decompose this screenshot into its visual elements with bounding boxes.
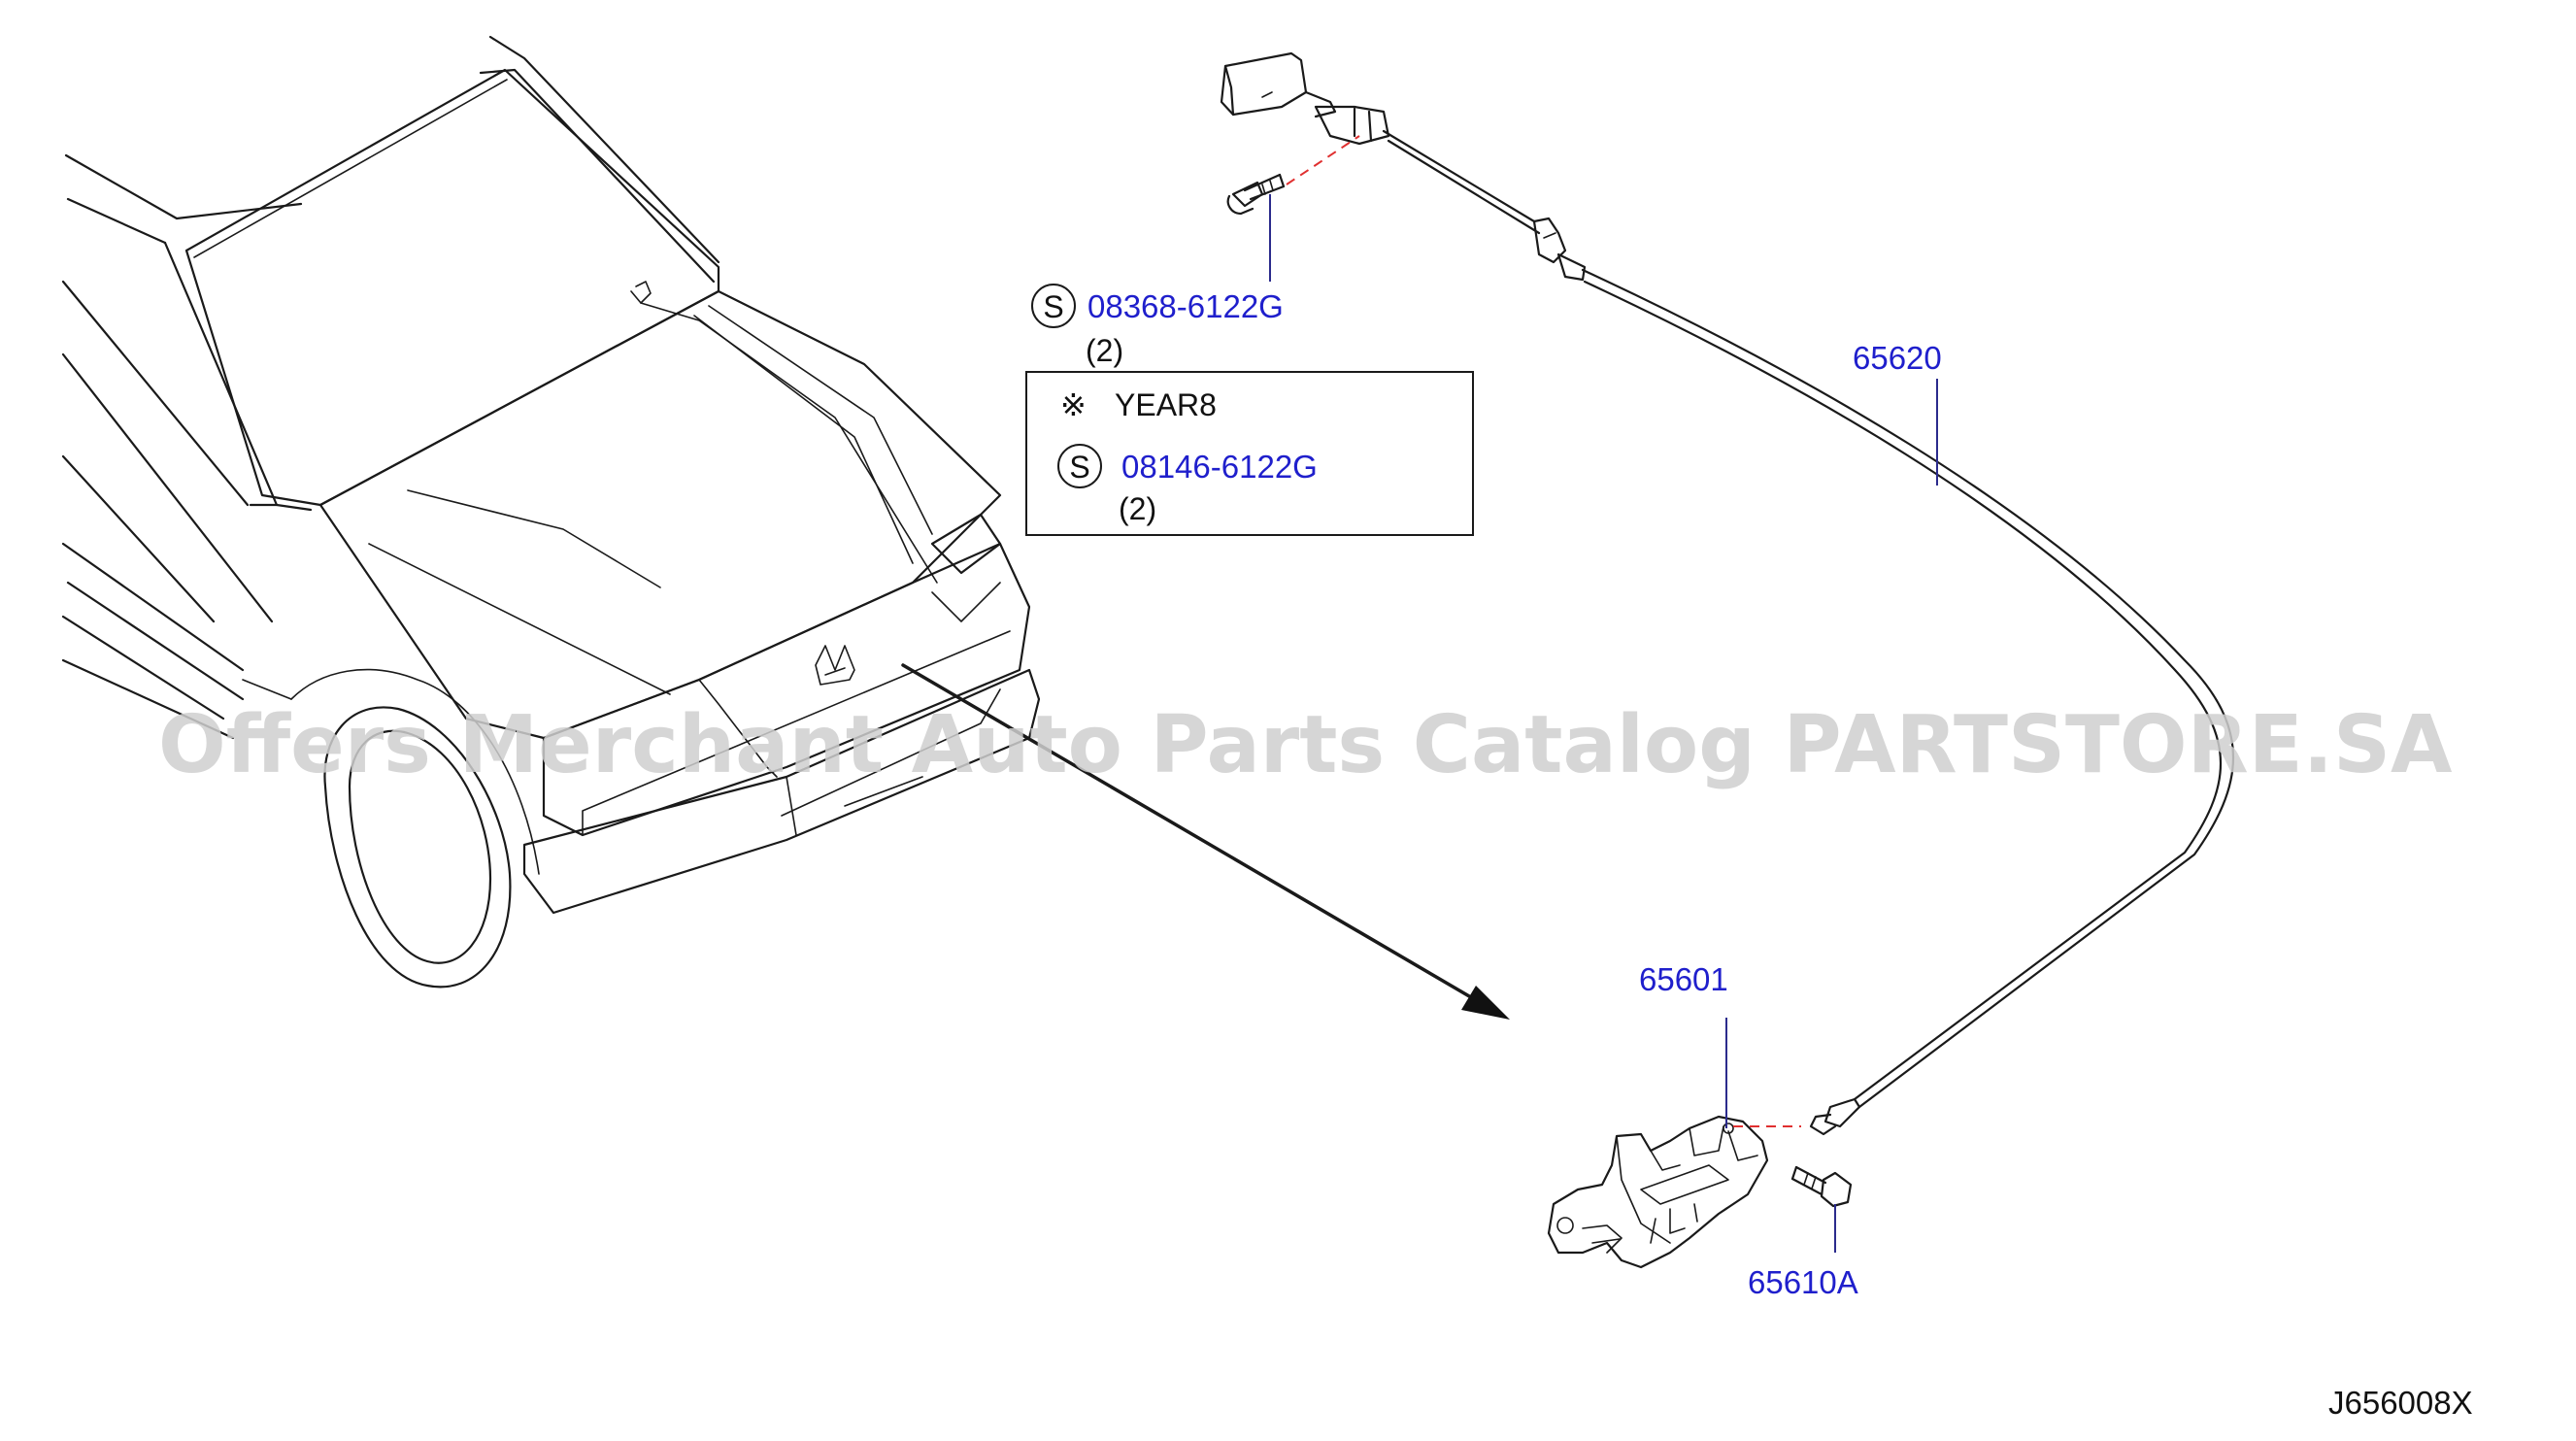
quantity-08368: (2) bbox=[1086, 333, 1123, 368]
year-note-label: YEAR8 bbox=[1115, 387, 1217, 422]
part-number-08368[interactable]: 08368-6122G bbox=[1087, 288, 1284, 324]
hood-cable bbox=[1382, 129, 2235, 1136]
vehicle-illustration bbox=[61, 35, 1041, 989]
year-note-box: ※ YEAR8 S 08146-6122G (2) bbox=[1025, 371, 1474, 536]
s-symbol-icon bbox=[1031, 284, 1076, 328]
label-upper-screw: S 08368-6122G (2) bbox=[1031, 284, 1284, 368]
hood-lock-65601 bbox=[1547, 1018, 1801, 1269]
s-symbol-text: S bbox=[1069, 450, 1089, 485]
upper-screw-08368 bbox=[1226, 135, 1360, 282]
diagram-code: J656008X bbox=[2328, 1385, 2473, 1421]
part-number-65601[interactable]: 65601 bbox=[1639, 961, 1728, 997]
part-number-65610A[interactable]: 65610A bbox=[1748, 1264, 1858, 1300]
part-number-08146[interactable]: 08146-6122G bbox=[1121, 449, 1318, 485]
s-symbol-text: S bbox=[1043, 289, 1063, 324]
quantity-08146: (2) bbox=[1119, 491, 1156, 526]
bolt-65610A bbox=[1790, 1165, 1853, 1253]
release-handle bbox=[1220, 51, 1390, 146]
reference-mark-icon: ※ bbox=[1060, 387, 1087, 422]
detail-arrow bbox=[901, 663, 1510, 1020]
s-symbol-icon bbox=[1057, 444, 1102, 488]
part-number-65620[interactable]: 65620 bbox=[1853, 340, 1942, 376]
watermark: Offers Merchant Auto Parts Catalog PARTS… bbox=[158, 699, 2453, 791]
